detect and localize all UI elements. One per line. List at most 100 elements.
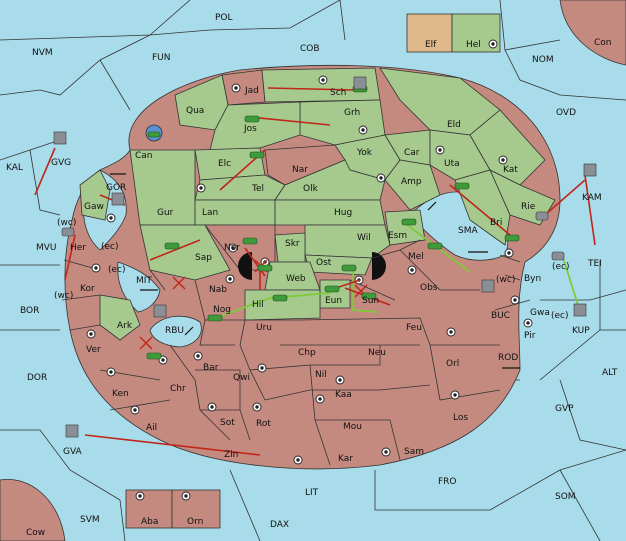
army-icon[interactable] [401, 218, 417, 226]
label-eun: Eun [325, 296, 342, 306]
province-amp[interactable] [384, 159, 441, 211]
impassable-right [372, 252, 386, 280]
province-aba[interactable] [125, 489, 173, 529]
fleet-icon[interactable] [61, 227, 75, 237]
supply-center [106, 367, 116, 377]
label-gaw: Gaw [84, 202, 104, 212]
label-bar: Bar [203, 363, 219, 373]
fleet-icon[interactable] [53, 131, 67, 145]
army-icon[interactable] [146, 352, 162, 360]
army-icon[interactable] [361, 292, 377, 300]
supply-center [498, 155, 508, 165]
bay-rbu [149, 315, 202, 348]
supply-center [435, 145, 445, 155]
label-her: Her [70, 243, 86, 253]
fleets [53, 76, 597, 438]
army-icon[interactable] [272, 294, 288, 302]
supply-center [523, 318, 533, 328]
label-bri: Bri [490, 218, 502, 228]
supply-center [293, 455, 303, 465]
label-eld: Eld [447, 120, 461, 130]
label-rie: Rie [521, 202, 536, 212]
label-byn: Byn [524, 274, 541, 284]
army-icon[interactable] [504, 234, 520, 242]
label-bor: BOR [20, 306, 39, 316]
label-rbu: RBU [165, 326, 184, 336]
army-icon[interactable] [257, 264, 273, 272]
label-mit: MIT [136, 276, 152, 286]
fleet-icon[interactable] [481, 279, 495, 293]
label-dax: DAX [270, 520, 289, 530]
label-chr: Chr [170, 384, 186, 394]
label-sam: Sam [404, 447, 424, 457]
label-kar: Kar [338, 454, 353, 464]
label-mel: Mel [408, 252, 424, 262]
label-kup: KUP [572, 326, 590, 336]
fleet-icon[interactable] [573, 303, 587, 317]
supply-center [318, 75, 328, 85]
legend-hel-label: Hel [466, 40, 481, 50]
fleet-icon[interactable] [153, 304, 167, 318]
army-icon[interactable] [427, 242, 443, 250]
army-icon[interactable] [164, 242, 180, 250]
army-icon[interactable] [249, 151, 265, 159]
army-icon[interactable] [454, 182, 470, 190]
label-gvp: GVP [555, 404, 574, 414]
label-yok: Yok [356, 148, 373, 158]
label-sap: Sap [195, 253, 212, 263]
label-uru: Uru [256, 323, 272, 333]
province-bri[interactable] [454, 169, 511, 246]
label-ken: Ken [112, 389, 129, 399]
label-sot: Sot [220, 418, 235, 428]
province-gaw[interactable] [79, 169, 111, 221]
label-cow: Cow [26, 528, 45, 538]
army-icon[interactable] [207, 314, 223, 322]
army-icon[interactable] [244, 115, 260, 123]
supply-center [358, 125, 368, 135]
label-car: Car [404, 148, 420, 158]
fleet-icon[interactable] [535, 211, 549, 221]
fleet-icon[interactable] [65, 424, 79, 438]
label-gva: GVA [63, 447, 83, 457]
legend-elf-label: Elf [425, 40, 437, 50]
fleet-icon[interactable] [353, 76, 367, 90]
province-esm[interactable] [384, 209, 426, 246]
fleet-icon[interactable] [111, 192, 125, 206]
red-borders [61, 239, 531, 466]
fleet-icon[interactable] [583, 163, 597, 177]
supply-center [207, 402, 217, 412]
province-sap[interactable] [139, 224, 231, 281]
province-ark[interactable] [99, 294, 141, 341]
coast-label: (wc) [57, 218, 76, 228]
label-pir: Pir [524, 331, 536, 341]
fleet-icon[interactable] [551, 251, 565, 261]
label-ovd: OVD [556, 108, 576, 118]
province-kat[interactable] [469, 109, 546, 186]
label-orl: Orl [446, 359, 459, 369]
label-mvu: MVU [36, 243, 57, 253]
army-icon[interactable] [341, 264, 357, 272]
supply-center [231, 83, 241, 93]
supply-center [488, 39, 498, 49]
army-icon[interactable] [242, 237, 258, 245]
label-nvm: NVM [32, 48, 53, 58]
coast-label: (wc) [54, 291, 73, 301]
province-orn[interactable] [171, 489, 221, 529]
supply-center [86, 329, 96, 339]
label-qwi: Qwi [233, 373, 250, 383]
supply-center [315, 394, 325, 404]
x-mark [139, 336, 153, 350]
province-hil[interactable] [244, 289, 321, 321]
label-fun: FUN [152, 53, 171, 63]
label-dor: DOR [27, 373, 47, 383]
label-ost: Ost [316, 258, 332, 268]
label-can: Can [135, 151, 153, 161]
label-ver: Ver [86, 345, 101, 355]
province-hug[interactable] [274, 199, 386, 226]
army-icon[interactable] [324, 285, 340, 293]
army-icon[interactable] [147, 131, 161, 138]
label-ail: Ail [146, 423, 157, 433]
label-orn: Orn [187, 517, 203, 527]
supply-center [257, 363, 267, 373]
